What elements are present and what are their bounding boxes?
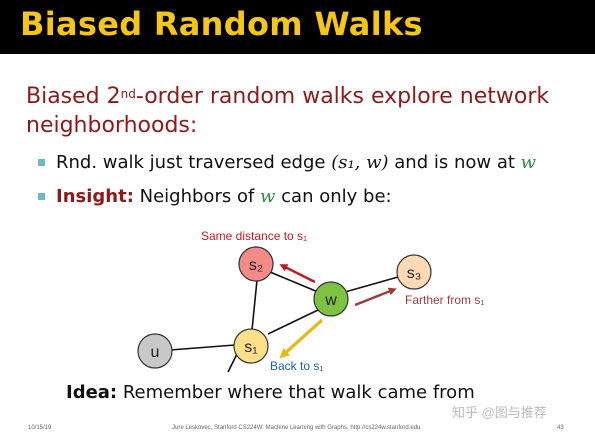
bullet2-post: can only be:	[275, 186, 392, 207]
slide-title: Biased Random Walks	[20, 5, 423, 43]
node-s3: s₃	[396, 254, 432, 290]
bullet-square-icon	[38, 159, 45, 166]
edge-w-s3	[344, 276, 399, 293]
edge-u-s1	[169, 344, 236, 351]
arrow-same-distance	[279, 264, 316, 284]
arrow-back	[279, 318, 324, 359]
node-s2-label: s₂	[249, 257, 263, 274]
node-s1-label: s₁	[244, 339, 257, 356]
idea-label: Idea:	[66, 382, 118, 403]
bullet1-node-w: w	[520, 152, 537, 173]
edge-s2-w	[269, 271, 319, 293]
footer-date: 10/15/19	[28, 425, 52, 431]
bullet2-text: Neighbors of	[133, 186, 261, 207]
footer-page-number: 43	[557, 425, 564, 431]
node-u-label: u	[151, 344, 160, 361]
bullet-square-icon	[38, 193, 45, 200]
bullet2-node-w: w	[260, 186, 276, 207]
label-same-distance: Same distance to s₁	[201, 229, 307, 243]
bullet1-text: Rnd. walk just traversed edge	[56, 152, 332, 173]
heading-text-3: neighborhoods:	[26, 113, 198, 138]
watermark: 知乎 @图与推荐	[452, 405, 547, 420]
label-farther: Farther from s₁	[405, 293, 484, 307]
node-u: u	[137, 333, 173, 369]
node-s2: s₂	[238, 246, 274, 282]
bullet-traversed-edge: Rnd. walk just traversed edge (s₁, w) an…	[38, 152, 537, 173]
arrow-farther	[354, 287, 397, 307]
footer-credit: Jure Leskovec, Stanford CS224W: Machine …	[172, 425, 421, 431]
title-bar: Biased Random Walks	[0, 0, 595, 54]
heading-superscript: nd	[120, 87, 136, 101]
bullet-insight: Insight: Neighbors of w can only be:	[38, 186, 392, 207]
idea-text: Remember where that walk came from	[117, 382, 475, 403]
node-w: w	[313, 281, 349, 317]
slide-heading: Biased 2nd-order random walks explore ne…	[26, 82, 586, 140]
edge-s1-w	[267, 309, 319, 335]
node-s1: s₁	[233, 328, 269, 364]
label-back: Back to s₁	[270, 359, 323, 373]
edge-s1-s2	[251, 279, 258, 331]
heading-text-1: Biased 2	[26, 84, 121, 109]
idea-line: Idea: Remember where that walk came from	[66, 382, 475, 403]
node-s3-label: s₃	[407, 265, 422, 282]
bullet1-edge: (s₁, w)	[331, 152, 389, 173]
node-w-label: w	[324, 292, 337, 309]
insight-label: Insight:	[56, 186, 134, 207]
heading-text-2: -order random walks explore network	[135, 84, 550, 109]
bullet1-mid: and is now at	[388, 152, 521, 173]
